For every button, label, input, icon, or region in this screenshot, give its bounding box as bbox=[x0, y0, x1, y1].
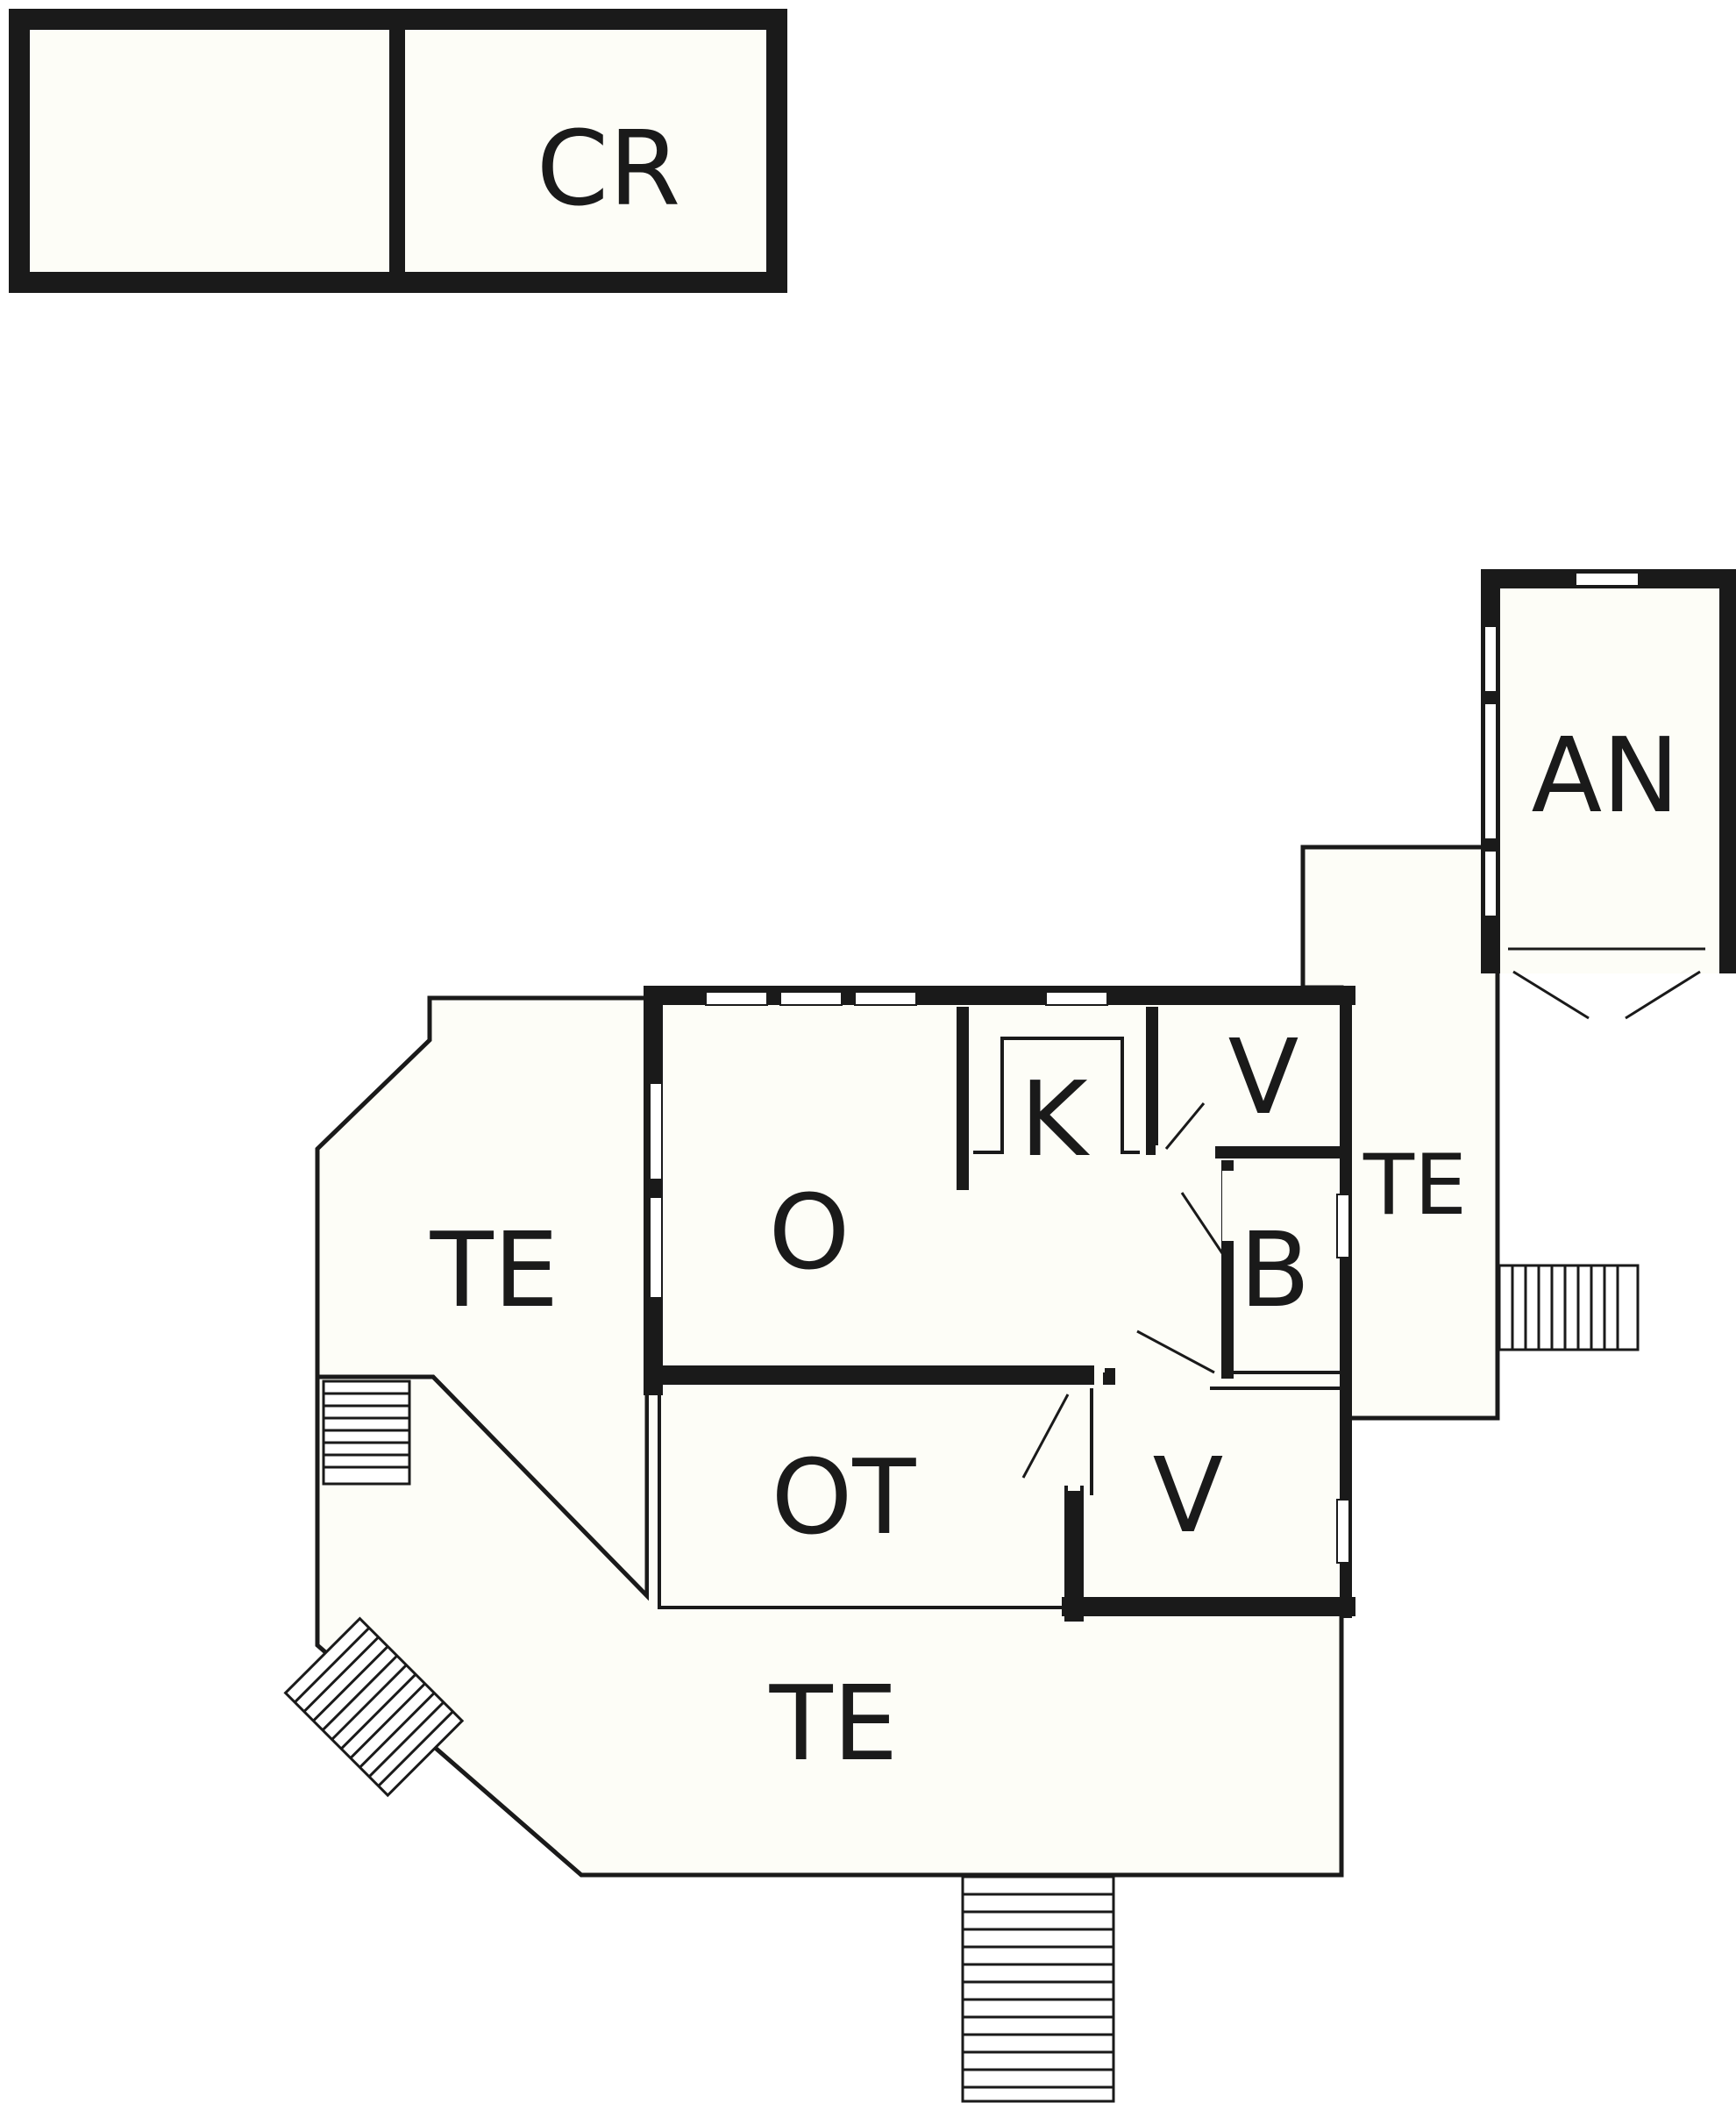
stairs-right bbox=[1498, 1264, 1640, 1351]
annex-an bbox=[1481, 569, 1736, 1020]
label-v-bottom: V bbox=[1153, 1435, 1224, 1556]
stairs-bottom bbox=[961, 1875, 1115, 2103]
label-o: O bbox=[769, 1172, 850, 1293]
label-te-right: TE bbox=[1362, 1137, 1467, 1234]
outbuilding-cr bbox=[9, 9, 787, 293]
label-k: K bbox=[1020, 1059, 1090, 1180]
label-te-left: TE bbox=[430, 1209, 559, 1330]
label-cr: CR bbox=[537, 108, 680, 229]
label-v-top: V bbox=[1228, 1016, 1299, 1137]
label-te-bottom: TE bbox=[769, 1663, 899, 1784]
room-labels: CR AN TE V K O TE B OT V TE bbox=[430, 108, 1680, 1784]
label-ot: OT bbox=[772, 1436, 917, 1558]
house-walls bbox=[644, 986, 1355, 1622]
stairs-left bbox=[322, 1379, 411, 1486]
label-an: AN bbox=[1532, 715, 1680, 836]
kitchen-counter bbox=[973, 1037, 1140, 1154]
stairs-diagonal bbox=[283, 1616, 465, 1798]
windows-main bbox=[649, 991, 1350, 1564]
label-b: B bbox=[1240, 1209, 1311, 1330]
doors-main bbox=[1021, 1102, 1234, 1491]
